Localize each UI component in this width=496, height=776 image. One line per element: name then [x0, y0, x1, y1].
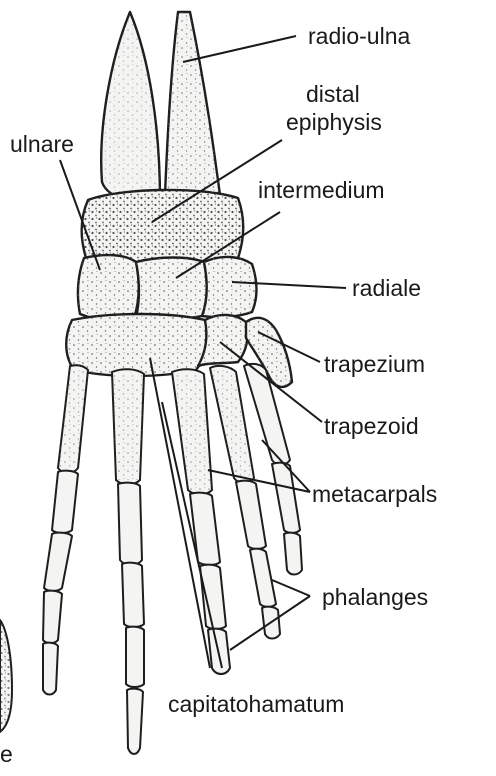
ulna-spike: [101, 12, 160, 202]
label-phalanges: phalanges: [322, 584, 428, 610]
digit-2: [112, 369, 144, 754]
label-metacarpals: metacarpals: [312, 481, 437, 507]
radio-ulna-bone: [165, 12, 222, 210]
distal-epiphysis: [82, 190, 244, 264]
leader-radio-ulna: [183, 36, 296, 62]
label-distal: distal: [306, 81, 360, 107]
label-trapezoid: trapezoid: [324, 413, 419, 439]
label-radio-ulna: radio-ulna: [308, 23, 410, 49]
digit-1: [43, 365, 88, 694]
label-edge-fragment: e: [0, 741, 13, 767]
capitatohamatum-bone: [66, 314, 207, 376]
radiale-bone: [202, 257, 257, 317]
label-radiale: radiale: [352, 275, 421, 301]
ulnare-bone: [78, 255, 139, 320]
label-trapezium: trapezium: [324, 351, 425, 377]
leader-phalanges-b: [272, 580, 310, 596]
leader-metacarpals-a: [208, 470, 310, 492]
edge-fragment: [0, 620, 12, 732]
intermedium-bone: [136, 258, 207, 320]
label-intermedium: intermedium: [258, 177, 385, 203]
label-epiphysis: epiphysis: [286, 109, 382, 135]
label-ulnare: ulnare: [10, 131, 74, 157]
label-capitatohamatum: capitatohamatum: [168, 691, 344, 717]
